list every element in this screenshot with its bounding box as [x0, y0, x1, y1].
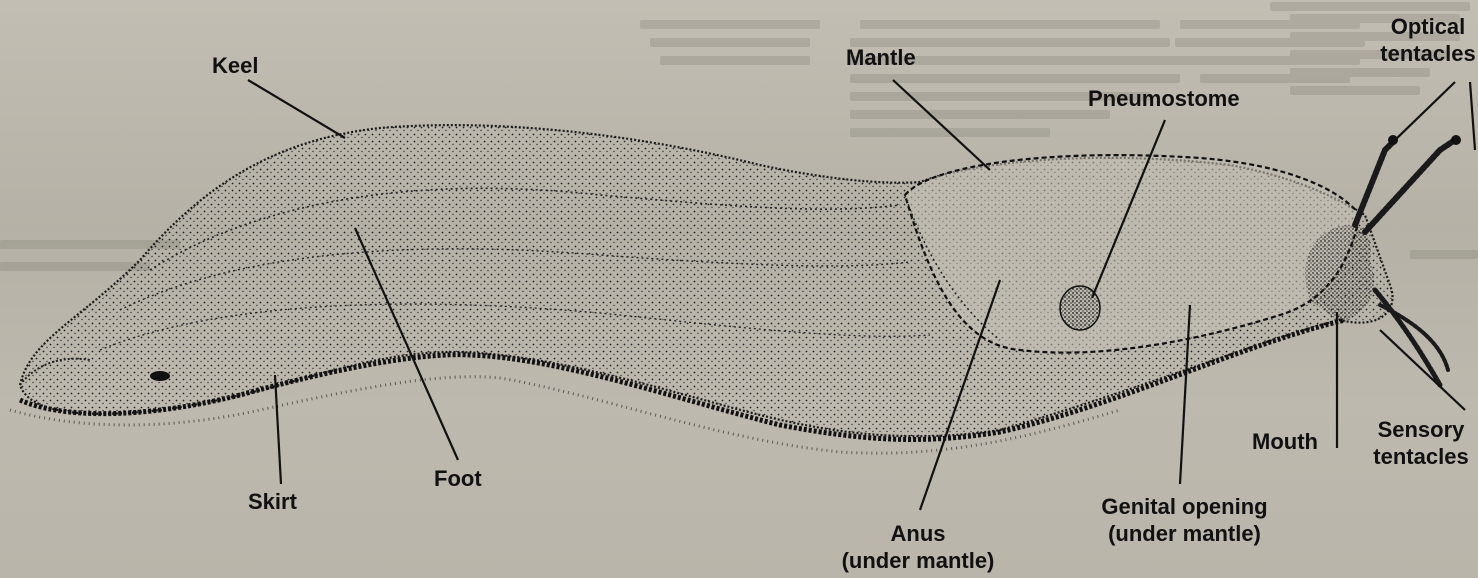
- optical-leader-1: [1395, 82, 1455, 140]
- mantle-label: Mantle: [846, 44, 916, 71]
- anus-label-line1: Anus: [823, 520, 1013, 547]
- sensory-label-line1: Sensory: [1368, 416, 1474, 443]
- sensory-tentacles-label: Sensory tentacles: [1368, 416, 1474, 470]
- sensory-label-line2: tentacles: [1368, 443, 1474, 470]
- mouth-label: Mouth: [1252, 428, 1318, 455]
- tail-mark: [150, 371, 170, 381]
- optical-tentacle: [1355, 140, 1395, 225]
- skirt-leader: [275, 375, 281, 484]
- anus-label-line2: (under mantle): [823, 547, 1013, 574]
- optical-leader-2: [1470, 82, 1475, 150]
- sensory-tentacle: [1380, 305, 1448, 370]
- keel-leader: [248, 80, 345, 138]
- optical-tentacles-label: Optical tentacles: [1380, 13, 1476, 67]
- optical-label-line1: Optical: [1380, 13, 1476, 40]
- genital-label-line1: Genital opening: [1082, 493, 1287, 520]
- optical-tentacle: [1365, 140, 1455, 232]
- mantle-leader: [893, 80, 990, 170]
- skirt-label: Skirt: [248, 488, 297, 515]
- anus-label: Anus (under mantle): [823, 520, 1013, 574]
- sensory-leader: [1380, 330, 1465, 410]
- keel-label: Keel: [212, 52, 258, 79]
- optical-label-line2: tentacles: [1380, 40, 1476, 67]
- pneumostome-label: Pneumostome: [1088, 85, 1240, 112]
- genital-label-line2: (under mantle): [1082, 520, 1287, 547]
- genital-opening-label: Genital opening (under mantle): [1082, 493, 1287, 547]
- foot-label: Foot: [434, 465, 482, 492]
